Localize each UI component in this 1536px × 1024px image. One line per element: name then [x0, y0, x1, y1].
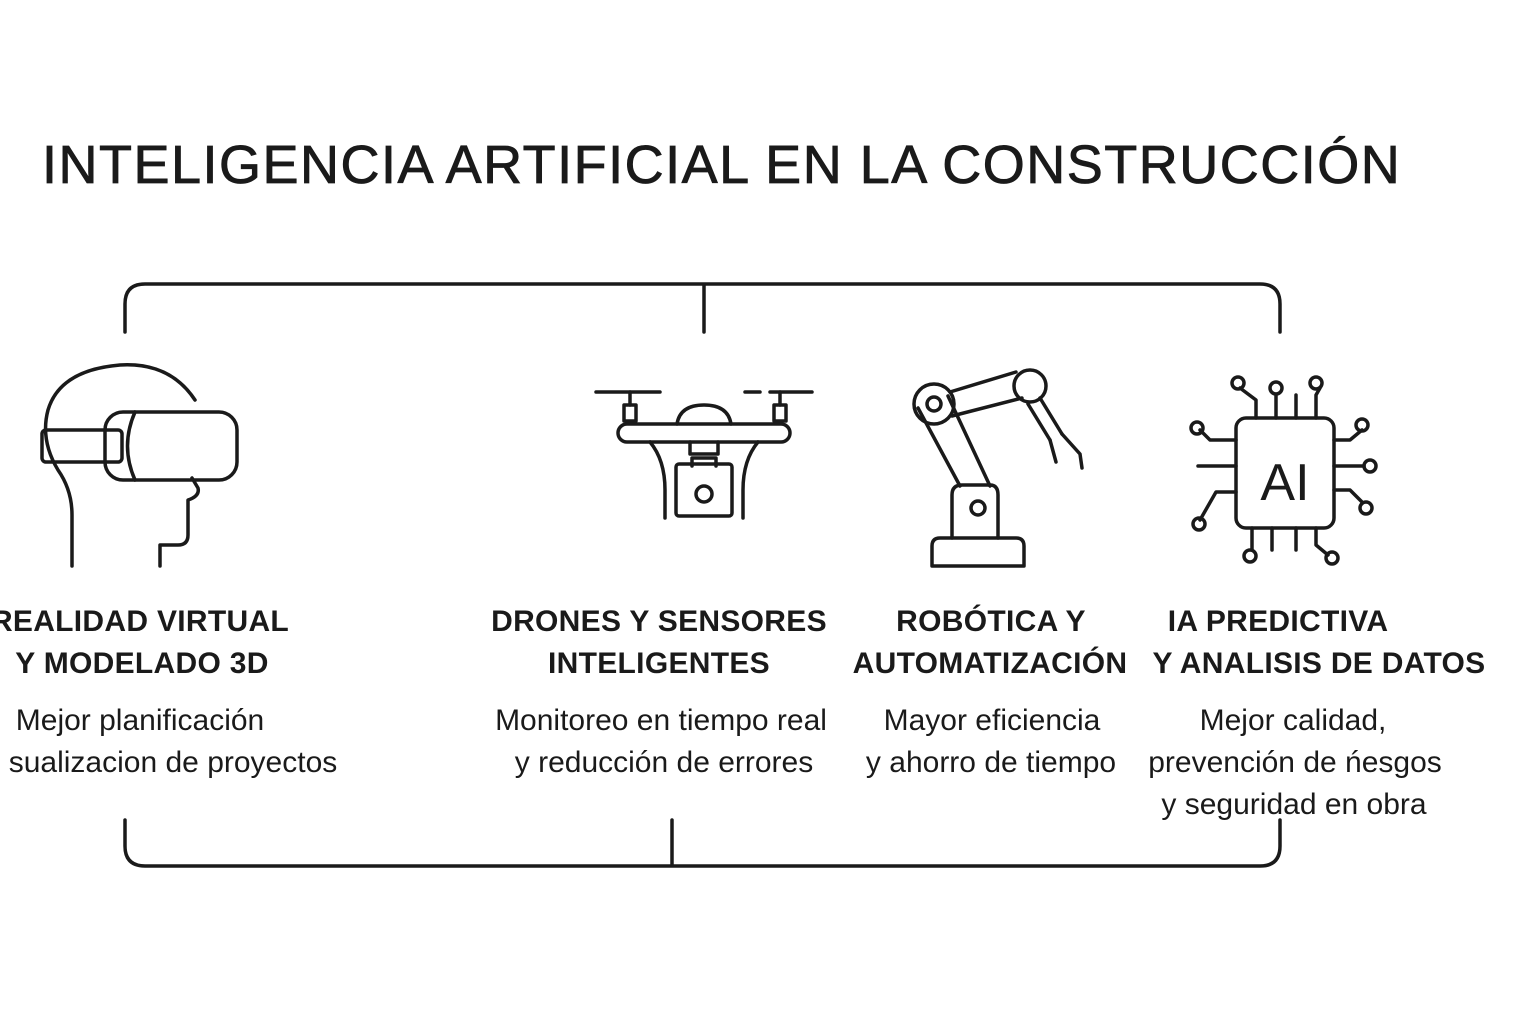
vr-heading-line1: REALIDAD VIRTUAL	[0, 605, 290, 638]
drones-desc-line2: y reducción de errores	[514, 746, 814, 779]
robotics-desc-line1: Mayor eficiencia	[883, 704, 1101, 737]
ai-desc-line1: Mejor calidad,	[1199, 704, 1387, 737]
ai-chip-label: AI	[1260, 454, 1309, 512]
robotics-heading-line1: ROBÓTICA Y	[896, 605, 1086, 638]
drone-icon	[594, 390, 814, 520]
drones-desc-line1: Monitoreo en tiempo real	[495, 704, 827, 737]
page-title: INTELIGENCIA ARTIFICIAL EN LA CONSTRUCCI…	[42, 135, 1402, 196]
top-bracket	[123, 282, 1282, 334]
ai-heading-line1: IA PREDICTIVA	[1167, 605, 1389, 638]
drones-heading-line2: INTELIGENTES	[548, 647, 770, 680]
ai-desc-line3: y seguridad en obra	[1161, 788, 1427, 821]
vr-headset-icon	[40, 363, 239, 568]
ai-chip-icon	[1189, 375, 1378, 566]
ai-desc-line2: prevención de ńesgos	[1148, 746, 1442, 779]
vr-heading-line2: Y MODELADO 3D	[15, 647, 269, 680]
bottom-bracket	[123, 818, 1282, 868]
robotic-arm-icon	[912, 368, 1084, 568]
vr-desc-line1: Mejor planificación	[15, 704, 265, 737]
drones-heading-line1: DRONES Y SENSORES	[491, 605, 827, 638]
vr-desc-line2: sualizacion de proyectos	[8, 746, 338, 779]
robotics-heading-line2: AUTOMATIZACIÓN	[852, 647, 1128, 680]
ai-heading-line2: Y ANALISIS DE DATOS	[1152, 647, 1486, 680]
robotics-desc-line2: y ahorro de tiempo	[865, 746, 1117, 779]
